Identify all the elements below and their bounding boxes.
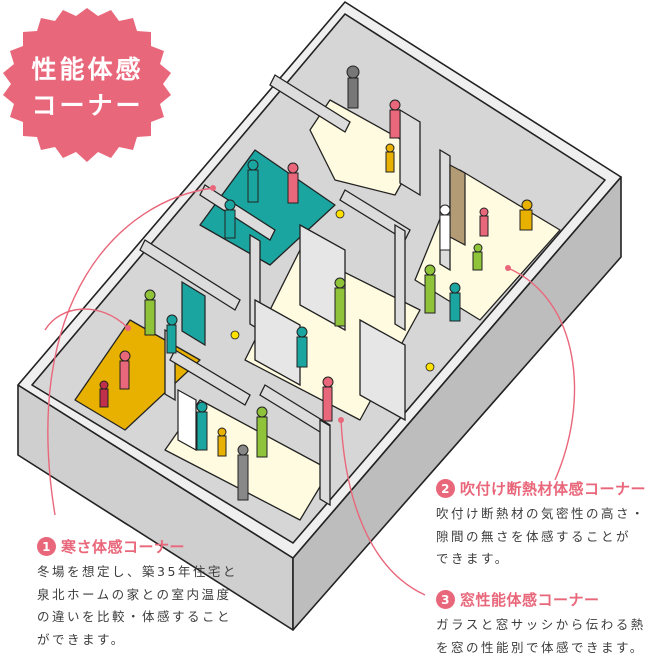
number-badge-1: 1 [37, 537, 56, 556]
corner-2-title-text: 吹付け断熱材体感コーナー [460, 478, 646, 499]
corner-3-title-text: 窓性能体感コーナー [460, 589, 600, 610]
desc-line: ガラスと窓サッシから伝わる熱 [436, 614, 646, 637]
corner-2-title: 2 吹付け断熱材体感コーナー [436, 478, 646, 499]
desc-line: の違いを比較・体感すること [37, 606, 238, 629]
performance-corner-badge: 性能体感 コーナー [0, 0, 175, 170]
desc-line: 冬場を想定し、築35年住宅と [37, 561, 238, 584]
corner-2-description: 吹付け断熱材の気密性の高さ・ 隙間の無さを体感することが できます。 [436, 503, 646, 571]
desc-line: を窓の性能別で体感できます。 [436, 637, 646, 659]
corner-1-cold-experience: 1 寒さ体感コーナー 冬場を想定し、築35年住宅と 泉北ホームの家との室内温度 … [37, 536, 238, 651]
desc-line: 泉北ホームの家との室内温度 [37, 584, 238, 607]
corner-1-title-text: 寒さ体感コーナー [61, 536, 185, 557]
corner-3-description: ガラスと窓サッシから伝わる熱 を窓の性能別で体感できます。 [436, 614, 646, 659]
desc-line: できます。 [436, 548, 646, 571]
desc-line: 隙間の無さを体感することが [436, 526, 646, 549]
corner-1-description: 冬場を想定し、築35年住宅と 泉北ホームの家との室内温度 の違いを比較・体感する… [37, 561, 238, 651]
number-badge-3: 3 [436, 590, 455, 609]
badge-line-2: コーナー [0, 88, 175, 124]
number-badge-2: 2 [436, 479, 455, 498]
badge-line-1: 性能体感 [0, 52, 175, 88]
desc-line: 吹付け断熱材の気密性の高さ・ [436, 503, 646, 526]
badge-text: 性能体感 コーナー [0, 52, 175, 124]
desc-line: ができます。 [37, 629, 238, 652]
corner-3-title: 3 窓性能体感コーナー [436, 589, 646, 610]
corner-1-title: 1 寒さ体感コーナー [37, 536, 238, 557]
corner-3-window-performance: 3 窓性能体感コーナー ガラスと窓サッシから伝わる熱 を窓の性能別で体感できます… [436, 589, 646, 659]
corner-2-spray-insulation: 2 吹付け断熱材体感コーナー 吹付け断熱材の気密性の高さ・ 隙間の無さを体感する… [436, 478, 646, 571]
